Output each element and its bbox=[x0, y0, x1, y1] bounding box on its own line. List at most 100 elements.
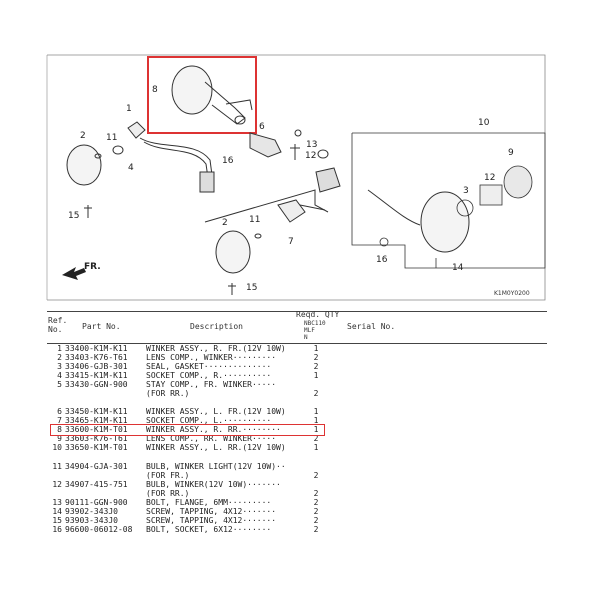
table-header-rule bbox=[47, 343, 547, 344]
qty-cell: 2 bbox=[313, 389, 319, 398]
ref-no-cell: 14 bbox=[52, 507, 62, 516]
qty-cell: 2 bbox=[313, 353, 319, 362]
callout-10: 10 bbox=[478, 118, 490, 128]
qty-cell: 2 bbox=[313, 434, 319, 443]
header-description: Description bbox=[190, 322, 243, 331]
callout-4: 4 bbox=[128, 163, 134, 173]
part-no-cell: 34904-GJA-301 bbox=[65, 462, 128, 471]
front-direction-arrow: FR. bbox=[62, 262, 101, 280]
callout-12: 12 bbox=[305, 151, 316, 161]
part-no-cell: 33430-GGN-900 bbox=[65, 380, 128, 389]
callout-14: 14 bbox=[452, 263, 464, 273]
description-cell: SEAL, GASKET·············· bbox=[146, 362, 272, 371]
ref-no-cell: 4 bbox=[57, 371, 62, 380]
callout-11-lower: 11 bbox=[249, 215, 260, 225]
header-part-no: Part No. bbox=[82, 322, 121, 331]
callout-3: 3 bbox=[463, 186, 469, 196]
part-no-cell: 33403-K76-T61 bbox=[65, 353, 128, 362]
callout-8: 8 bbox=[152, 85, 158, 95]
qty-cell: 1 bbox=[313, 443, 319, 452]
part-no-cell: 90111-GGN-900 bbox=[65, 498, 128, 507]
ref-no-cell: 7 bbox=[57, 416, 62, 425]
ref-no-cell: 1 bbox=[57, 344, 62, 353]
part-no-cell: 33450-K1M-K11 bbox=[65, 407, 128, 416]
description-cell: (FOR RR.) bbox=[146, 489, 190, 498]
callout-labels: 1 2 11 4 8 6 16 13 12 10 3 9 2 11 7 15 1… bbox=[68, 85, 530, 297]
part-no-cell: 93902-343J0 bbox=[65, 507, 118, 516]
ref-no-cell: 8 bbox=[57, 425, 62, 434]
description-cell: SCREW, TAPPING, 4X12······· bbox=[146, 516, 277, 525]
qty-cell: 1 bbox=[313, 416, 319, 425]
svg-text:FR.: FR. bbox=[84, 262, 101, 272]
ref-no-cell: 10 bbox=[52, 443, 62, 452]
callout-11: 11 bbox=[106, 133, 117, 143]
part-no-cell: 33406-GJB-301 bbox=[65, 362, 128, 371]
exploded-parts-diagram: FR. 1 2 11 4 8 6 16 13 12 10 3 9 2 11 7 … bbox=[46, 54, 546, 301]
part-2-lens-front bbox=[66, 144, 102, 186]
header-reqd-qty: Reqd. QTY bbox=[296, 310, 340, 319]
part-no-cell: 96600-06012-08 bbox=[65, 525, 133, 534]
qty-cell: 2 bbox=[313, 507, 319, 516]
callout-2: 2 bbox=[80, 131, 86, 141]
ref-no-cell: 16 bbox=[52, 525, 62, 534]
qty-cell: 2 bbox=[313, 471, 319, 480]
description-cell: SOCKET COMP., L.·········· bbox=[146, 416, 272, 425]
header-model: NBC110 MLF N bbox=[304, 320, 326, 341]
ref-no-cell: 13 bbox=[52, 498, 62, 507]
part-12-socket-rear bbox=[315, 149, 341, 193]
header-ref-no: Ref. No. bbox=[48, 316, 68, 334]
part-7-front-winker-left bbox=[204, 189, 329, 274]
qty-cell: 2 bbox=[313, 525, 319, 534]
ref-no-cell: 12 bbox=[52, 480, 62, 489]
callout-16-rear: 16 bbox=[376, 255, 388, 265]
part-no-cell: 33465-K1M-K11 bbox=[65, 416, 128, 425]
callout-12-rear: 12 bbox=[484, 173, 495, 183]
part-13-bolt bbox=[290, 144, 300, 160]
description-cell: BOLT, FLANGE, 6MM········· bbox=[146, 498, 272, 507]
callout-2-lower: 2 bbox=[222, 218, 228, 228]
callout-6: 6 bbox=[259, 122, 265, 132]
row-8-highlight-box bbox=[50, 424, 325, 436]
parts-list-table: Ref. No. Part No. Description Reqd. QTY … bbox=[0, 310, 600, 600]
qty-cell: 1 bbox=[313, 371, 319, 380]
ref-no-cell: 6 bbox=[57, 407, 62, 416]
qty-cell: 1 bbox=[313, 425, 319, 434]
ref-no-cell: 9 bbox=[57, 434, 62, 443]
description-cell: WINKER ASSY., R. FR.(12V 10W) bbox=[146, 344, 286, 353]
description-cell: WINKER ASSY., L. FR.(12V 10W) bbox=[146, 407, 286, 416]
callout-13: 13 bbox=[306, 140, 317, 150]
ref-no-cell: 3 bbox=[57, 362, 62, 371]
screw-15-parts bbox=[84, 205, 236, 295]
part-no-cell: 34907-415-751 bbox=[65, 480, 128, 489]
part-10-rear-winker-left-box bbox=[351, 132, 546, 269]
callout-9: 9 bbox=[508, 148, 514, 158]
table-row: (FOR FR.)2 bbox=[0, 471, 600, 480]
ref-no-cell: 5 bbox=[57, 380, 62, 389]
part-no-cell: 33603-K76-T61 bbox=[65, 434, 128, 443]
description-cell: BULB, WINKER LIGHT(12V 10W)·· bbox=[146, 462, 286, 471]
description-cell: WINKER ASSY., R. RR.········ bbox=[146, 425, 281, 434]
description-cell: BULB, WINKER(12V 10W)······· bbox=[146, 480, 281, 489]
qty-cell: 2 bbox=[313, 498, 319, 507]
header-serial-no: Serial No. bbox=[347, 322, 396, 331]
diagram-frame bbox=[47, 54, 546, 301]
part-1-front-winker-right bbox=[112, 121, 215, 193]
description-cell: SCREW, TAPPING, 4X12······· bbox=[146, 507, 277, 516]
ref-no-cell: 2 bbox=[57, 353, 62, 362]
description-cell: WINKER ASSY., L. RR.(12V 10W) bbox=[146, 443, 286, 452]
callout-15-lower: 15 bbox=[246, 283, 257, 293]
callout-7: 7 bbox=[288, 237, 294, 247]
part-no-cell: 33415-K1M-K11 bbox=[65, 371, 128, 380]
qty-cell: 1 bbox=[313, 344, 319, 353]
part-8-highlight-box bbox=[147, 56, 257, 134]
